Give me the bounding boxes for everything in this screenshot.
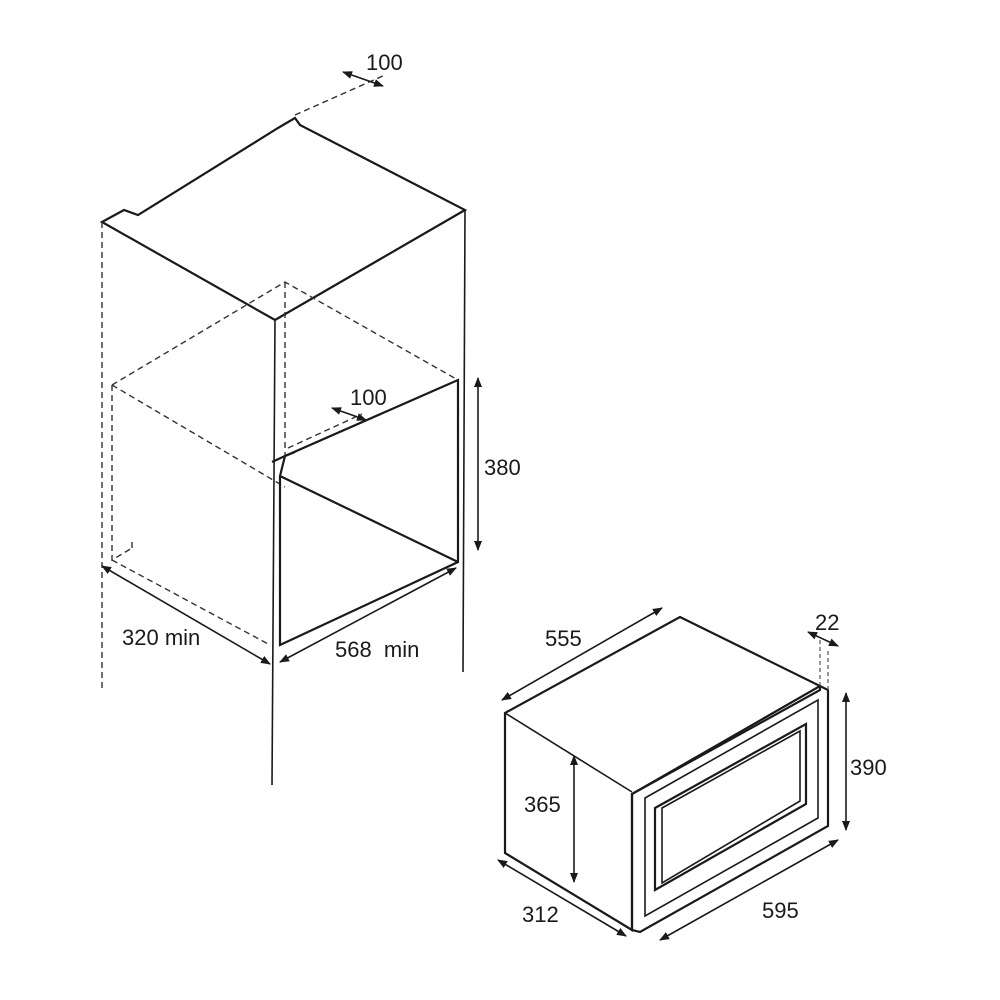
rear-vent-channel	[294, 74, 386, 116]
side-depth-dimension-line	[497, 859, 627, 937]
body-height-label: 365	[524, 792, 561, 817]
appliance: 555 22 390 365 312 595	[497, 607, 887, 941]
overall-width-label: 595	[762, 898, 799, 923]
niche-width-dimension-line	[279, 567, 457, 663]
inner-vent-channel	[287, 413, 363, 449]
cavity-outline-back	[111, 281, 459, 562]
side-depth-label: 312	[522, 902, 559, 927]
rear-vent-dimension-line	[342, 71, 384, 87]
appliance-depth-dimension-line	[501, 607, 663, 701]
door-inner-frame	[644, 698, 819, 918]
niche-opening	[278, 378, 460, 647]
door-thickness-label: 22	[815, 610, 839, 635]
door-window	[653, 722, 808, 892]
cabinet-front-vertical	[271, 319, 276, 786]
appliance-top-front-edge	[504, 712, 633, 793]
niche-opening-notch	[271, 450, 296, 463]
cavity-outline-floor	[111, 538, 271, 646]
niche-width-label: 568 min	[335, 637, 419, 662]
niche-height-label: 380	[484, 455, 521, 480]
appliance-depth-label: 555	[545, 626, 582, 651]
cabinet-top-panel	[99, 116, 468, 322]
niche-depth-label: 320 min	[122, 625, 200, 650]
niche-depth-dimension-line	[101, 565, 271, 665]
niche-cabinet: 100 100 380 320 min 568 min	[99, 50, 521, 786]
door-window-inset	[661, 729, 801, 885]
cabinet-right-vertical	[462, 209, 466, 673]
overall-height-label: 390	[850, 755, 887, 780]
overall-width-dimension-line	[659, 839, 839, 941]
inner-vent-label: 100	[350, 385, 387, 410]
inner-vent-dimension-line	[331, 407, 367, 421]
door-thickness-dimension-line	[807, 631, 839, 647]
rear-vent-label: 100	[366, 50, 403, 75]
